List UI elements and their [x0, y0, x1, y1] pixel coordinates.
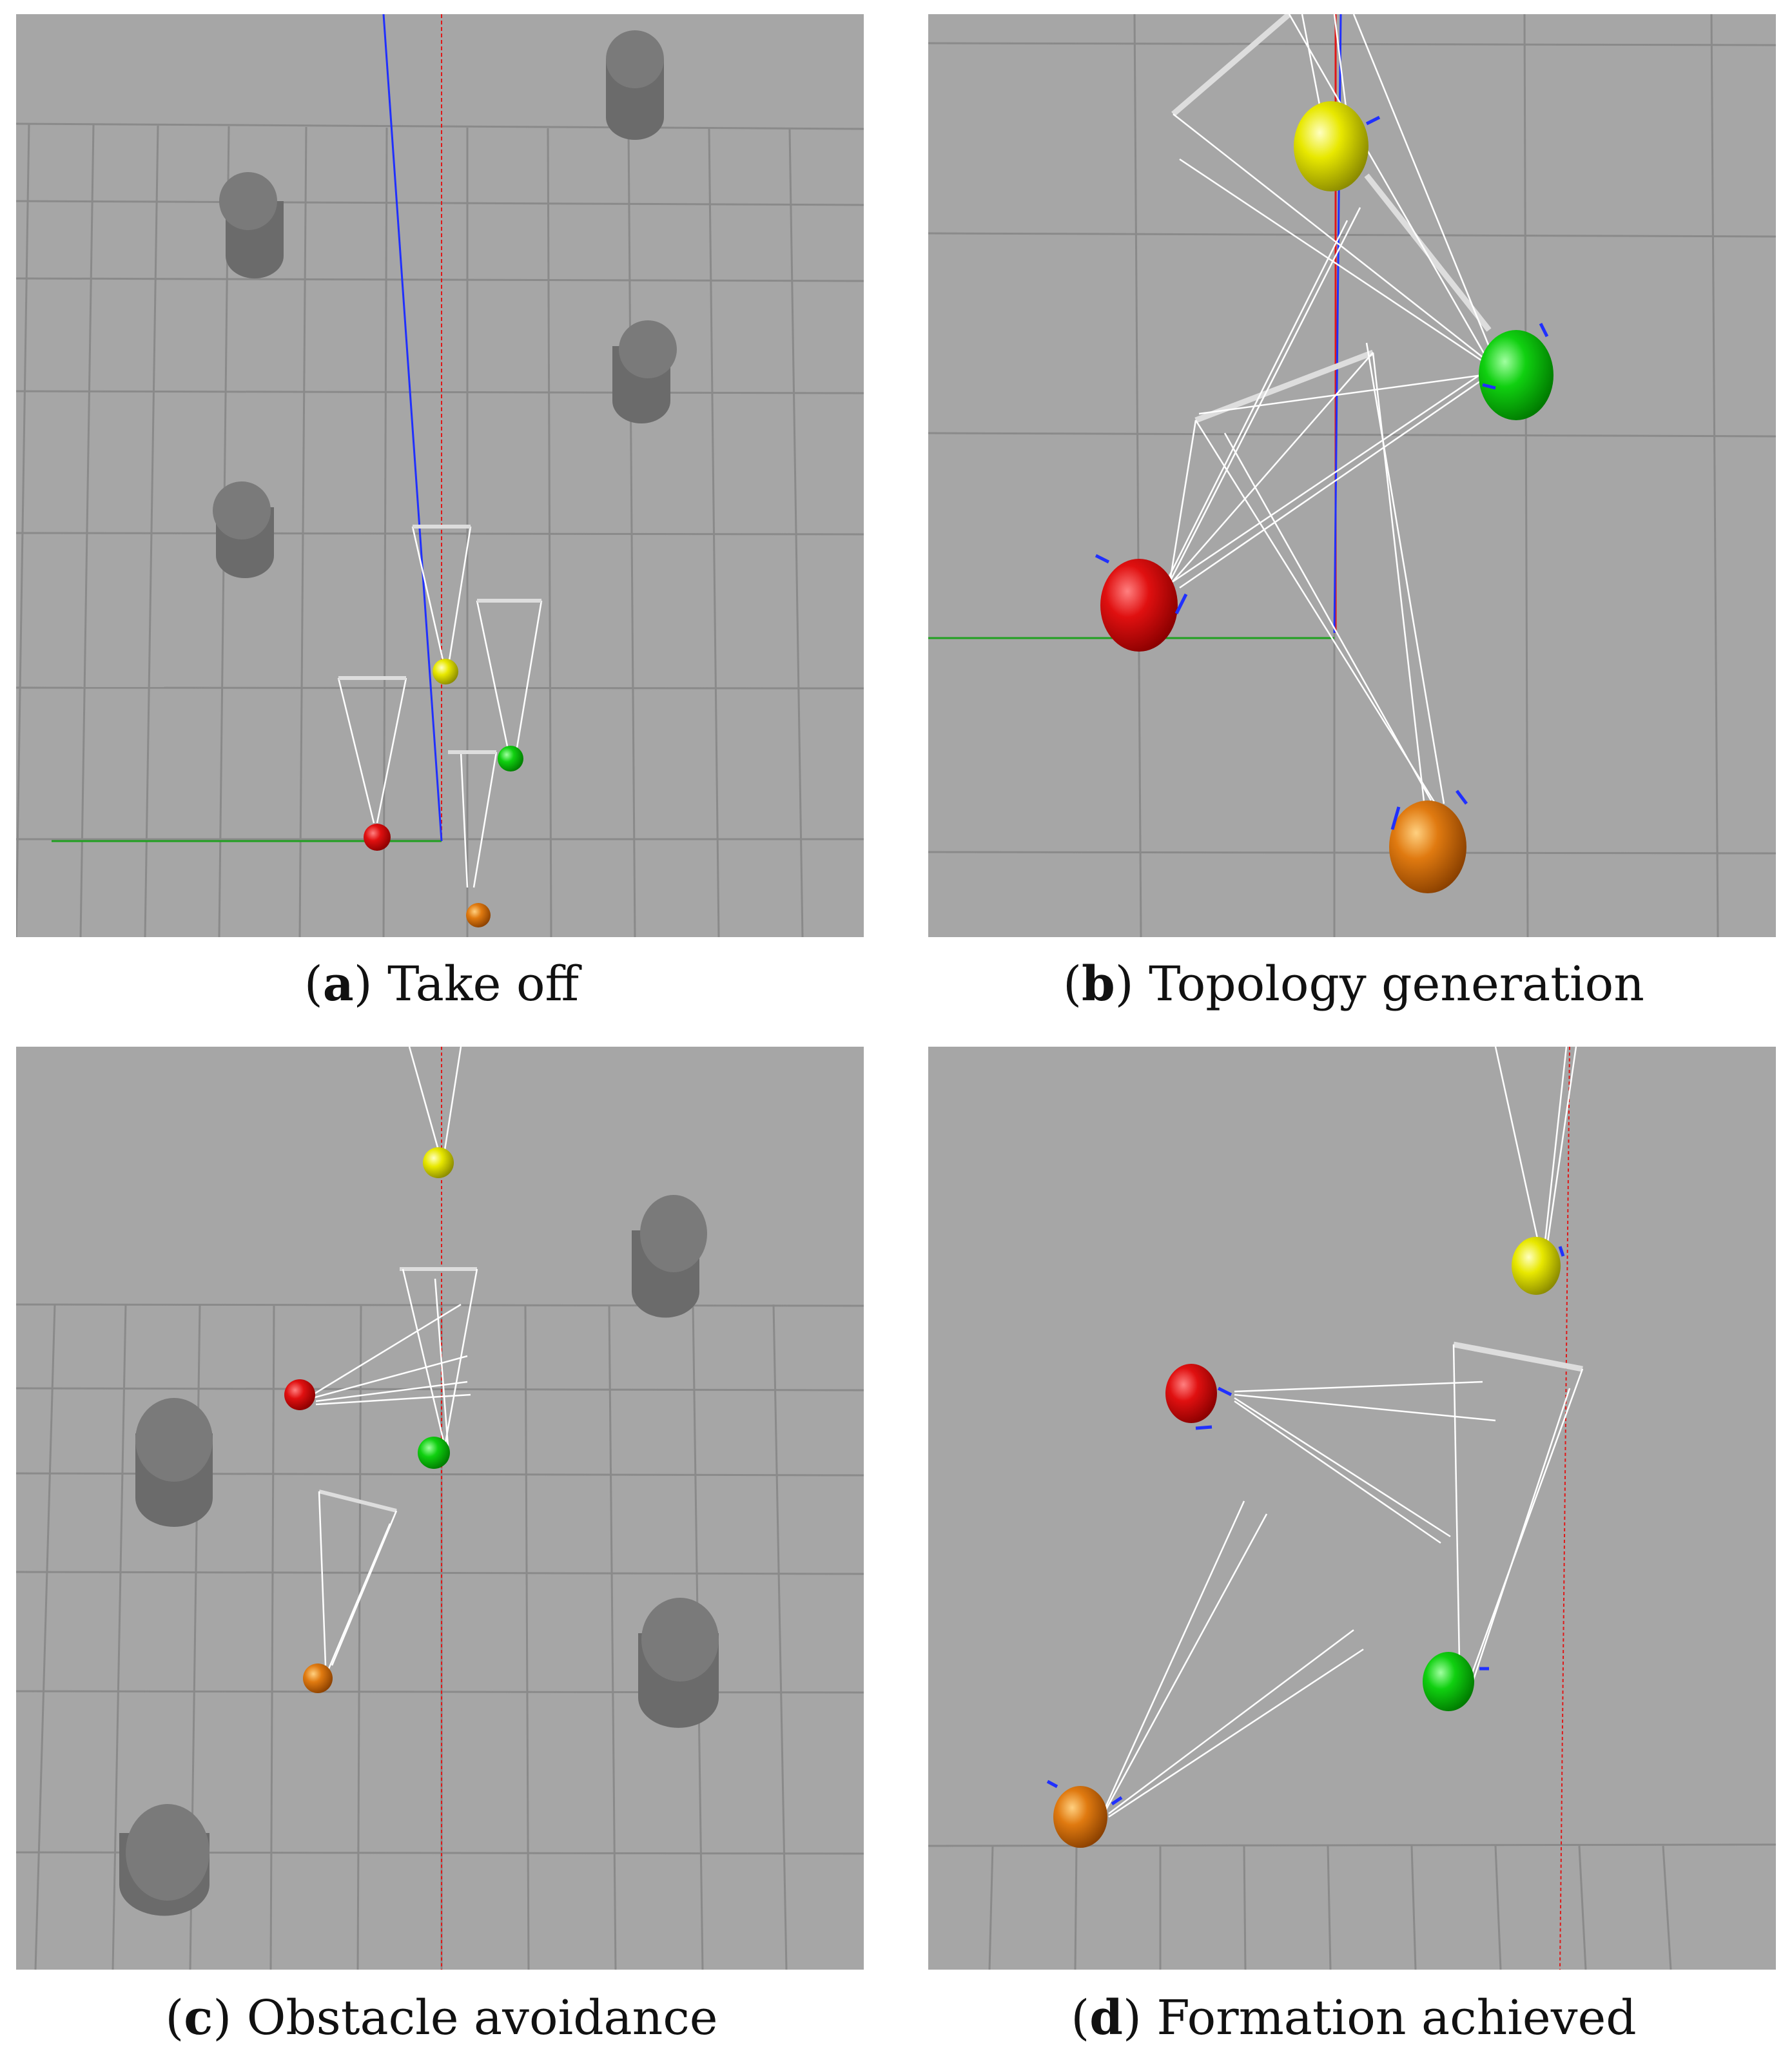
drone-red	[284, 1379, 315, 1410]
ground-grid	[928, 1843, 1776, 1970]
simulation-scene-a	[16, 14, 864, 937]
drone-orange	[466, 903, 491, 927]
camera-frustum-bars	[1171, 14, 1492, 423]
drones	[284, 1147, 454, 1693]
caption-d: (d) Formation achieved	[1071, 1990, 1637, 2046]
drones	[364, 659, 523, 927]
drone-red	[1165, 1364, 1217, 1423]
panel-a-take-off-view	[16, 14, 864, 937]
drone-green	[1479, 330, 1553, 420]
ground-grid	[928, 14, 1776, 937]
caption-b: (b) Topology generation	[1063, 956, 1644, 1012]
camera-frustum-bar	[1453, 1341, 1583, 1372]
camera-frustum-bars	[318, 1267, 477, 1513]
drone-orange	[1389, 800, 1466, 893]
ground-plane	[928, 1047, 1776, 1970]
drone-green	[1423, 1652, 1474, 1711]
drone-yellow	[423, 1147, 454, 1178]
camera-frustum-bars	[338, 525, 541, 754]
obstacle-cylinder	[606, 30, 664, 140]
obstacle-cylinder	[213, 481, 274, 578]
drone-yellow	[1512, 1237, 1561, 1295]
obstacle-cylinder	[135, 1398, 213, 1527]
simulation-scene-b	[928, 14, 1776, 937]
drone-yellow	[433, 659, 458, 684]
obstacle-cylinder	[638, 1598, 719, 1728]
rotor-markers	[1095, 115, 1549, 830]
drone-orange	[1053, 1786, 1107, 1848]
panel-d-formation-achieved-view	[928, 1047, 1776, 1970]
obstacle-cylinders	[119, 1195, 719, 1916]
obstacle-cylinder	[612, 320, 677, 423]
z-axis-line	[382, 14, 443, 842]
sensor-links	[1104, 1047, 1584, 1818]
drone-green	[418, 1437, 450, 1469]
obstacle-cylinder	[219, 172, 284, 278]
sensor-links	[337, 526, 543, 888]
drone-yellow	[1294, 101, 1368, 191]
caption-c: (c) Obstacle avoidance	[165, 1990, 718, 2046]
drone-orange	[303, 1663, 333, 1693]
x-axis-line	[1559, 1047, 1570, 1970]
ground-plane	[16, 14, 864, 937]
drones	[1053, 1237, 1561, 1848]
simulation-scene-c	[16, 1047, 864, 1970]
caption-a: (a) Take off	[304, 956, 579, 1012]
drone-red	[1100, 559, 1178, 652]
panel-c-obstacle-avoidance-view	[16, 1047, 864, 1970]
simulation-scene-d	[928, 1047, 1776, 1970]
sensor-links	[312, 1047, 478, 1669]
rotor-markers	[1046, 1246, 1565, 1806]
obstacle-cylinder	[119, 1804, 209, 1916]
drone-green	[498, 746, 523, 771]
obstacle-cylinder	[632, 1195, 707, 1318]
drones	[1100, 101, 1553, 893]
panel-b-topology-generation-view	[928, 14, 1776, 937]
obstacle-cylinders	[213, 30, 677, 578]
drone-red	[364, 824, 391, 851]
